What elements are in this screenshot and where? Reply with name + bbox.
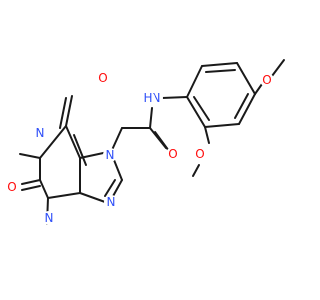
atom-label-bg xyxy=(193,147,207,161)
atom-label-n: N xyxy=(107,195,116,209)
atom-label-bg xyxy=(166,147,180,161)
atom-label-o: O xyxy=(168,147,177,161)
atom-label-o: O xyxy=(7,180,16,194)
atom-label-n: N xyxy=(36,126,45,140)
atom-label-bg xyxy=(33,126,47,140)
atom-label-bg xyxy=(103,148,117,162)
atom-label-n: N xyxy=(45,211,54,225)
atom-label-bg xyxy=(96,71,110,85)
atom-label-o: O xyxy=(262,73,271,87)
atom-label-o: O xyxy=(98,71,107,85)
atom-label-o: O xyxy=(195,147,204,161)
atom-label-bg xyxy=(104,195,118,209)
atom-label-bg xyxy=(260,73,274,87)
bond-lines xyxy=(19,59,285,225)
atom-label-n: N xyxy=(152,91,161,105)
atom-label-bg xyxy=(42,211,56,225)
atom-label-bg xyxy=(141,91,155,105)
atom-label-h: H xyxy=(143,91,152,105)
atom-label-n: N xyxy=(106,148,115,162)
atom-label-bg xyxy=(5,180,19,194)
